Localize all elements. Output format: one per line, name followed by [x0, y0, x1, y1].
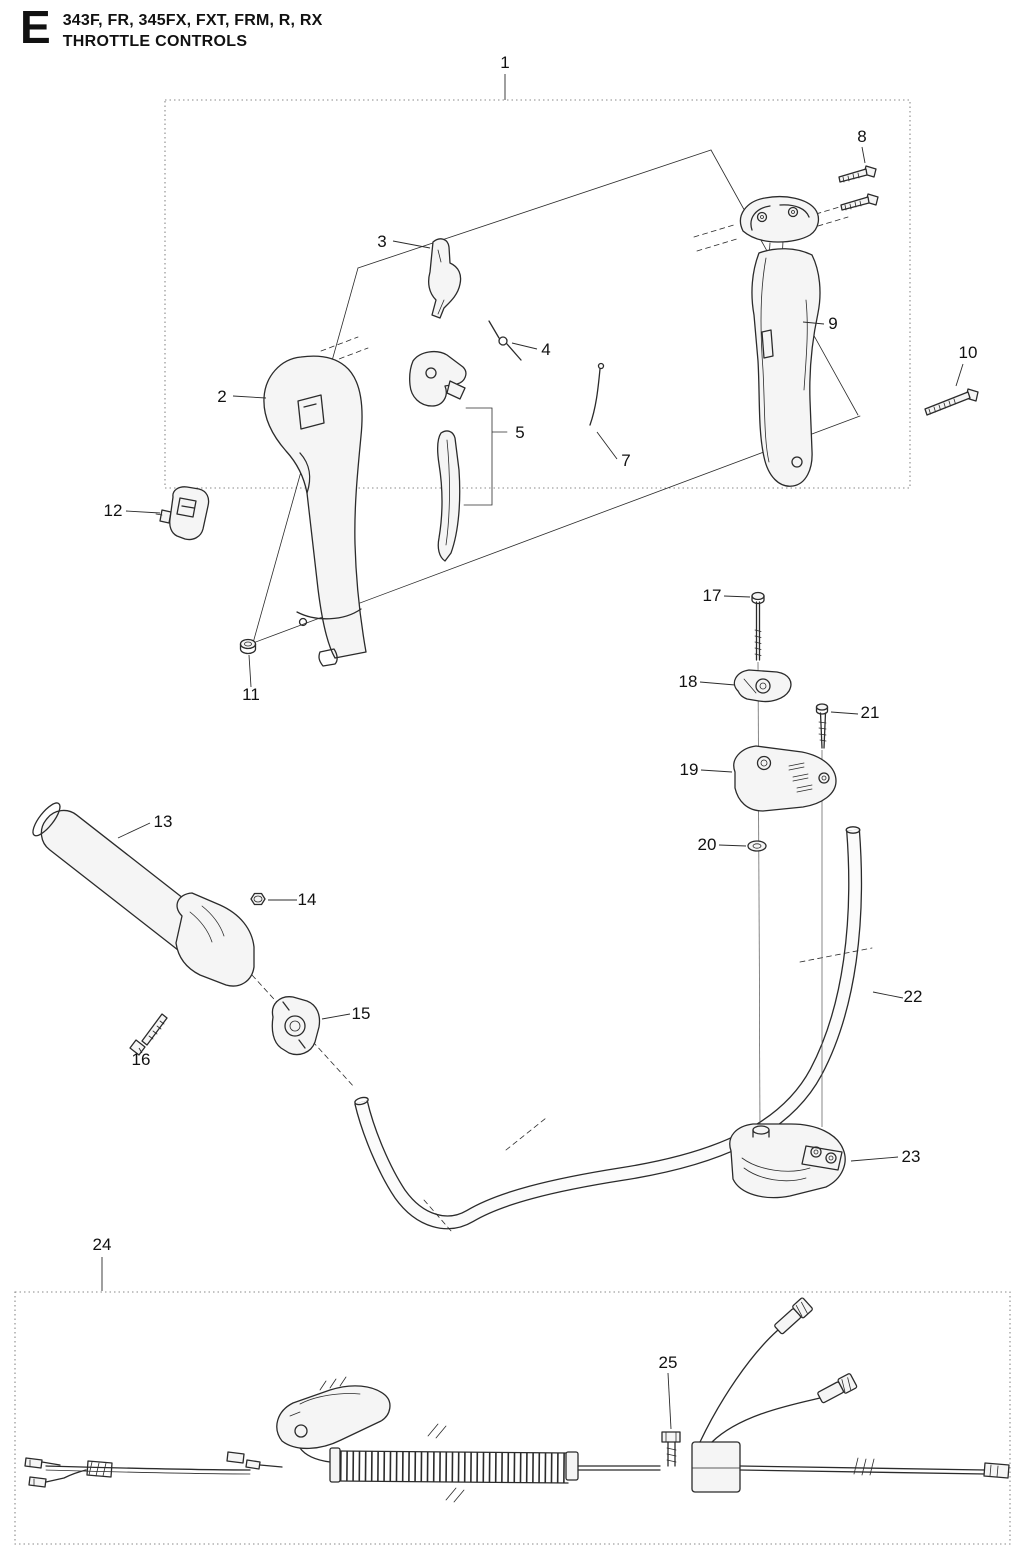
callout-label-19: 19 — [680, 760, 699, 779]
callout-label-10: 10 — [959, 343, 978, 362]
callout-label-20: 20 — [698, 835, 717, 854]
mounting-bracket — [733, 745, 837, 812]
callout-label-13: 13 — [154, 812, 173, 831]
callout-17: 17 — [703, 586, 751, 605]
callout-4: 4 — [511, 340, 551, 359]
callout-label-16: 16 — [132, 1050, 151, 1069]
page-title: THROTTLE CONTROLS — [62, 33, 248, 50]
callouts: 1 2 3 4 5 7 8 9 10 — [93, 53, 978, 1430]
interlock-lever — [733, 669, 792, 703]
callout-18: 18 — [679, 672, 736, 691]
handle-screws — [838, 165, 879, 211]
callout-20: 20 — [698, 835, 747, 854]
clamp-screw — [129, 1013, 168, 1056]
handle-bolt — [924, 388, 979, 416]
flange-nut — [239, 638, 257, 655]
model-list: 343F, FR, 345FX, FXT, FRM, R, RX — [62, 12, 323, 29]
callout-21: 21 — [830, 703, 880, 722]
callout-label-25: 25 — [659, 1353, 678, 1372]
grip-nut — [250, 892, 266, 906]
lock-lever — [428, 238, 462, 319]
callout-9: 9 — [802, 314, 838, 333]
callout-label-14: 14 — [298, 890, 317, 909]
callout-14: 14 — [268, 890, 316, 909]
callout-19: 19 — [680, 760, 733, 779]
callout-label-2: 2 — [217, 387, 226, 406]
callout-7: 7 — [596, 431, 631, 470]
section-letter: E — [20, 1, 51, 53]
callout-label-17: 17 — [703, 586, 722, 605]
handlebar-clamp — [271, 996, 321, 1056]
callout-8: 8 — [857, 127, 867, 164]
wire-link — [589, 362, 605, 426]
callout-2: 2 — [217, 387, 267, 406]
front-handle — [263, 355, 367, 667]
callout-label-5: 5 — [515, 423, 524, 442]
callout-label-22: 22 — [904, 987, 923, 1006]
callout-label-1: 1 — [500, 53, 509, 72]
callout-label-8: 8 — [857, 127, 866, 146]
trigger-bracket — [463, 407, 508, 506]
callout-label-24: 24 — [93, 1235, 112, 1254]
callout-label-15: 15 — [352, 1004, 371, 1023]
callout-label-4: 4 — [541, 340, 550, 359]
callout-13: 13 — [117, 812, 173, 839]
callout-15: 15 — [321, 1004, 371, 1023]
rear-handle — [739, 195, 821, 487]
handle-grip — [32, 802, 356, 1089]
callout-24: 24 — [93, 1235, 112, 1291]
callout-10: 10 — [955, 343, 978, 387]
callout-label-18: 18 — [679, 672, 698, 691]
clamp-bolt — [815, 703, 829, 1127]
callout-label-9: 9 — [828, 314, 837, 333]
callout-label-11: 11 — [242, 685, 260, 704]
callout-23: 23 — [850, 1147, 921, 1166]
callout-25: 25 — [659, 1353, 678, 1430]
throttle-trigger — [437, 430, 461, 562]
lower-assembly-boundary — [14, 1291, 1011, 1545]
handlebar-tube — [354, 826, 873, 1233]
throttle-housing — [729, 1123, 846, 1199]
return-spring — [488, 320, 522, 361]
throttle-cable-assembly — [24, 1297, 1010, 1503]
page-header: E 343F, FR, 345FX, FXT, FRM, R, RX THROT… — [20, 1, 323, 53]
callout-11: 11 — [242, 654, 260, 704]
header-text: 343F, FR, 345FX, FXT, FRM, R, RX THROTTL… — [63, 8, 323, 51]
callout-label-23: 23 — [902, 1147, 921, 1166]
callout-1: 1 — [500, 53, 510, 100]
callout-16: 16 — [132, 1047, 151, 1069]
callout-label-12: 12 — [104, 501, 123, 520]
callout-label-7: 7 — [621, 451, 630, 470]
callout-3: 3 — [377, 232, 431, 251]
washer — [747, 840, 767, 852]
throttle-lockout — [408, 350, 467, 407]
callout-label-3: 3 — [377, 232, 386, 251]
bracket-screw — [751, 591, 765, 1129]
stop-switch — [155, 486, 210, 541]
callout-12: 12 — [104, 501, 161, 520]
callout-5: 5 — [515, 423, 524, 442]
callout-label-21: 21 — [861, 703, 880, 722]
cable-adjuster — [661, 1431, 681, 1467]
callout-22: 22 — [872, 987, 923, 1006]
